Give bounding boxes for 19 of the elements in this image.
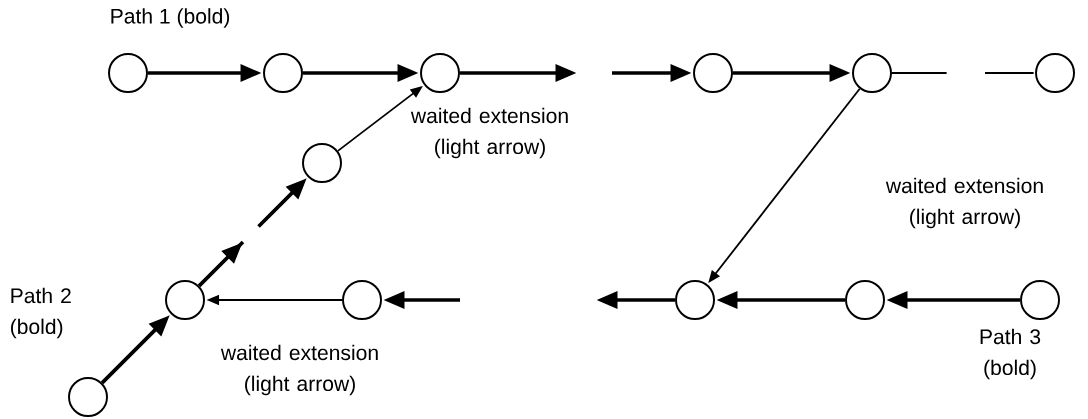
circle-node [342,280,382,320]
circle-node [420,53,460,93]
caption-text: Path 2 (bold) [11,287,71,339]
circle-node [693,53,733,93]
circle-node [852,53,892,93]
circle-node [165,280,205,320]
circle-node [675,280,715,320]
caption-text: Path 1 (bold) [111,8,230,28]
caption-text: waited extension (light arrow) [885,177,1043,229]
circle-node [108,53,148,93]
caption-text: waited extension (light arrow) [410,107,568,159]
circle-node [1020,280,1060,320]
circle-node [1035,53,1075,93]
circle-node [845,280,885,320]
caption-text: Path 3 (bold) [980,328,1041,380]
circle-node [263,53,303,93]
caption-text: waited extension (light arrow) [220,344,378,396]
circle-node [302,143,342,183]
circle-node [68,377,108,417]
